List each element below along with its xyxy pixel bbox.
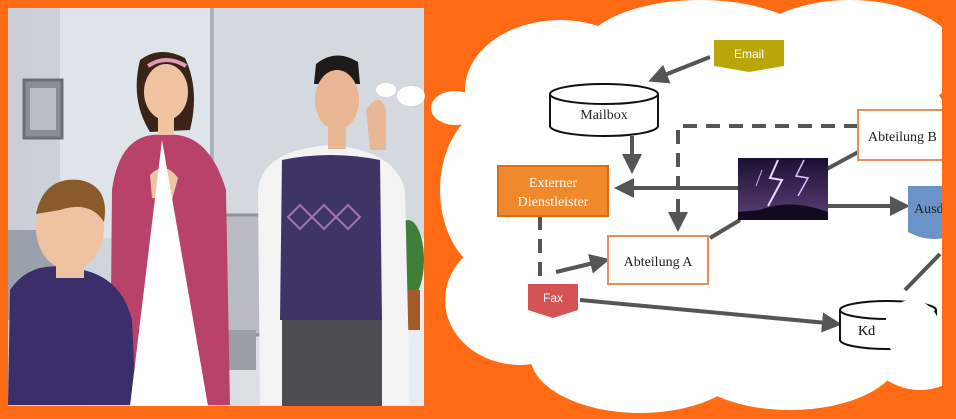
external-provider-box: Externer Dienstleister xyxy=(497,165,609,217)
right-border xyxy=(942,0,956,414)
email-tag: Email xyxy=(714,40,784,72)
mailbox-label: Mailbox xyxy=(580,108,627,123)
abteilung-b-label: Abteilung B xyxy=(868,130,937,145)
lightning-storm-image xyxy=(738,158,828,220)
abteilung-a-box: Abteilung A xyxy=(607,235,709,285)
abteilung-a-label: Abteilung A xyxy=(624,255,694,270)
kd-label: Kd xyxy=(858,324,875,339)
connector-storm-abteilunga xyxy=(708,218,742,240)
email-label: Email xyxy=(734,47,764,61)
dashed-abteilungb-abteilunga xyxy=(668,124,858,232)
cloud-bump xyxy=(884,300,940,360)
arrow-fax-kd xyxy=(579,298,842,333)
workflow-diagram: Email Mailbox Abteilung B Externer Diens… xyxy=(497,40,956,350)
kd-label-overlay: Kd xyxy=(858,324,875,339)
fax-tag: Fax xyxy=(528,284,578,318)
abteilung-b-box: Abteilung B xyxy=(857,109,956,161)
fax-label: Fax xyxy=(543,291,563,305)
mailbox-cylinder: Mailbox xyxy=(549,83,659,137)
external-label-line2: Dienstleister xyxy=(518,195,589,210)
external-label-line1: Externer xyxy=(529,176,578,191)
arrow-email-mailbox xyxy=(648,55,711,84)
arrow-fax-abteilunga xyxy=(555,254,610,274)
arrow-to-ausdruck-lower xyxy=(903,252,942,292)
office-team-illustration xyxy=(8,8,424,406)
thought-bubbles xyxy=(376,83,479,125)
connector-storm-abteilungb xyxy=(824,148,863,172)
